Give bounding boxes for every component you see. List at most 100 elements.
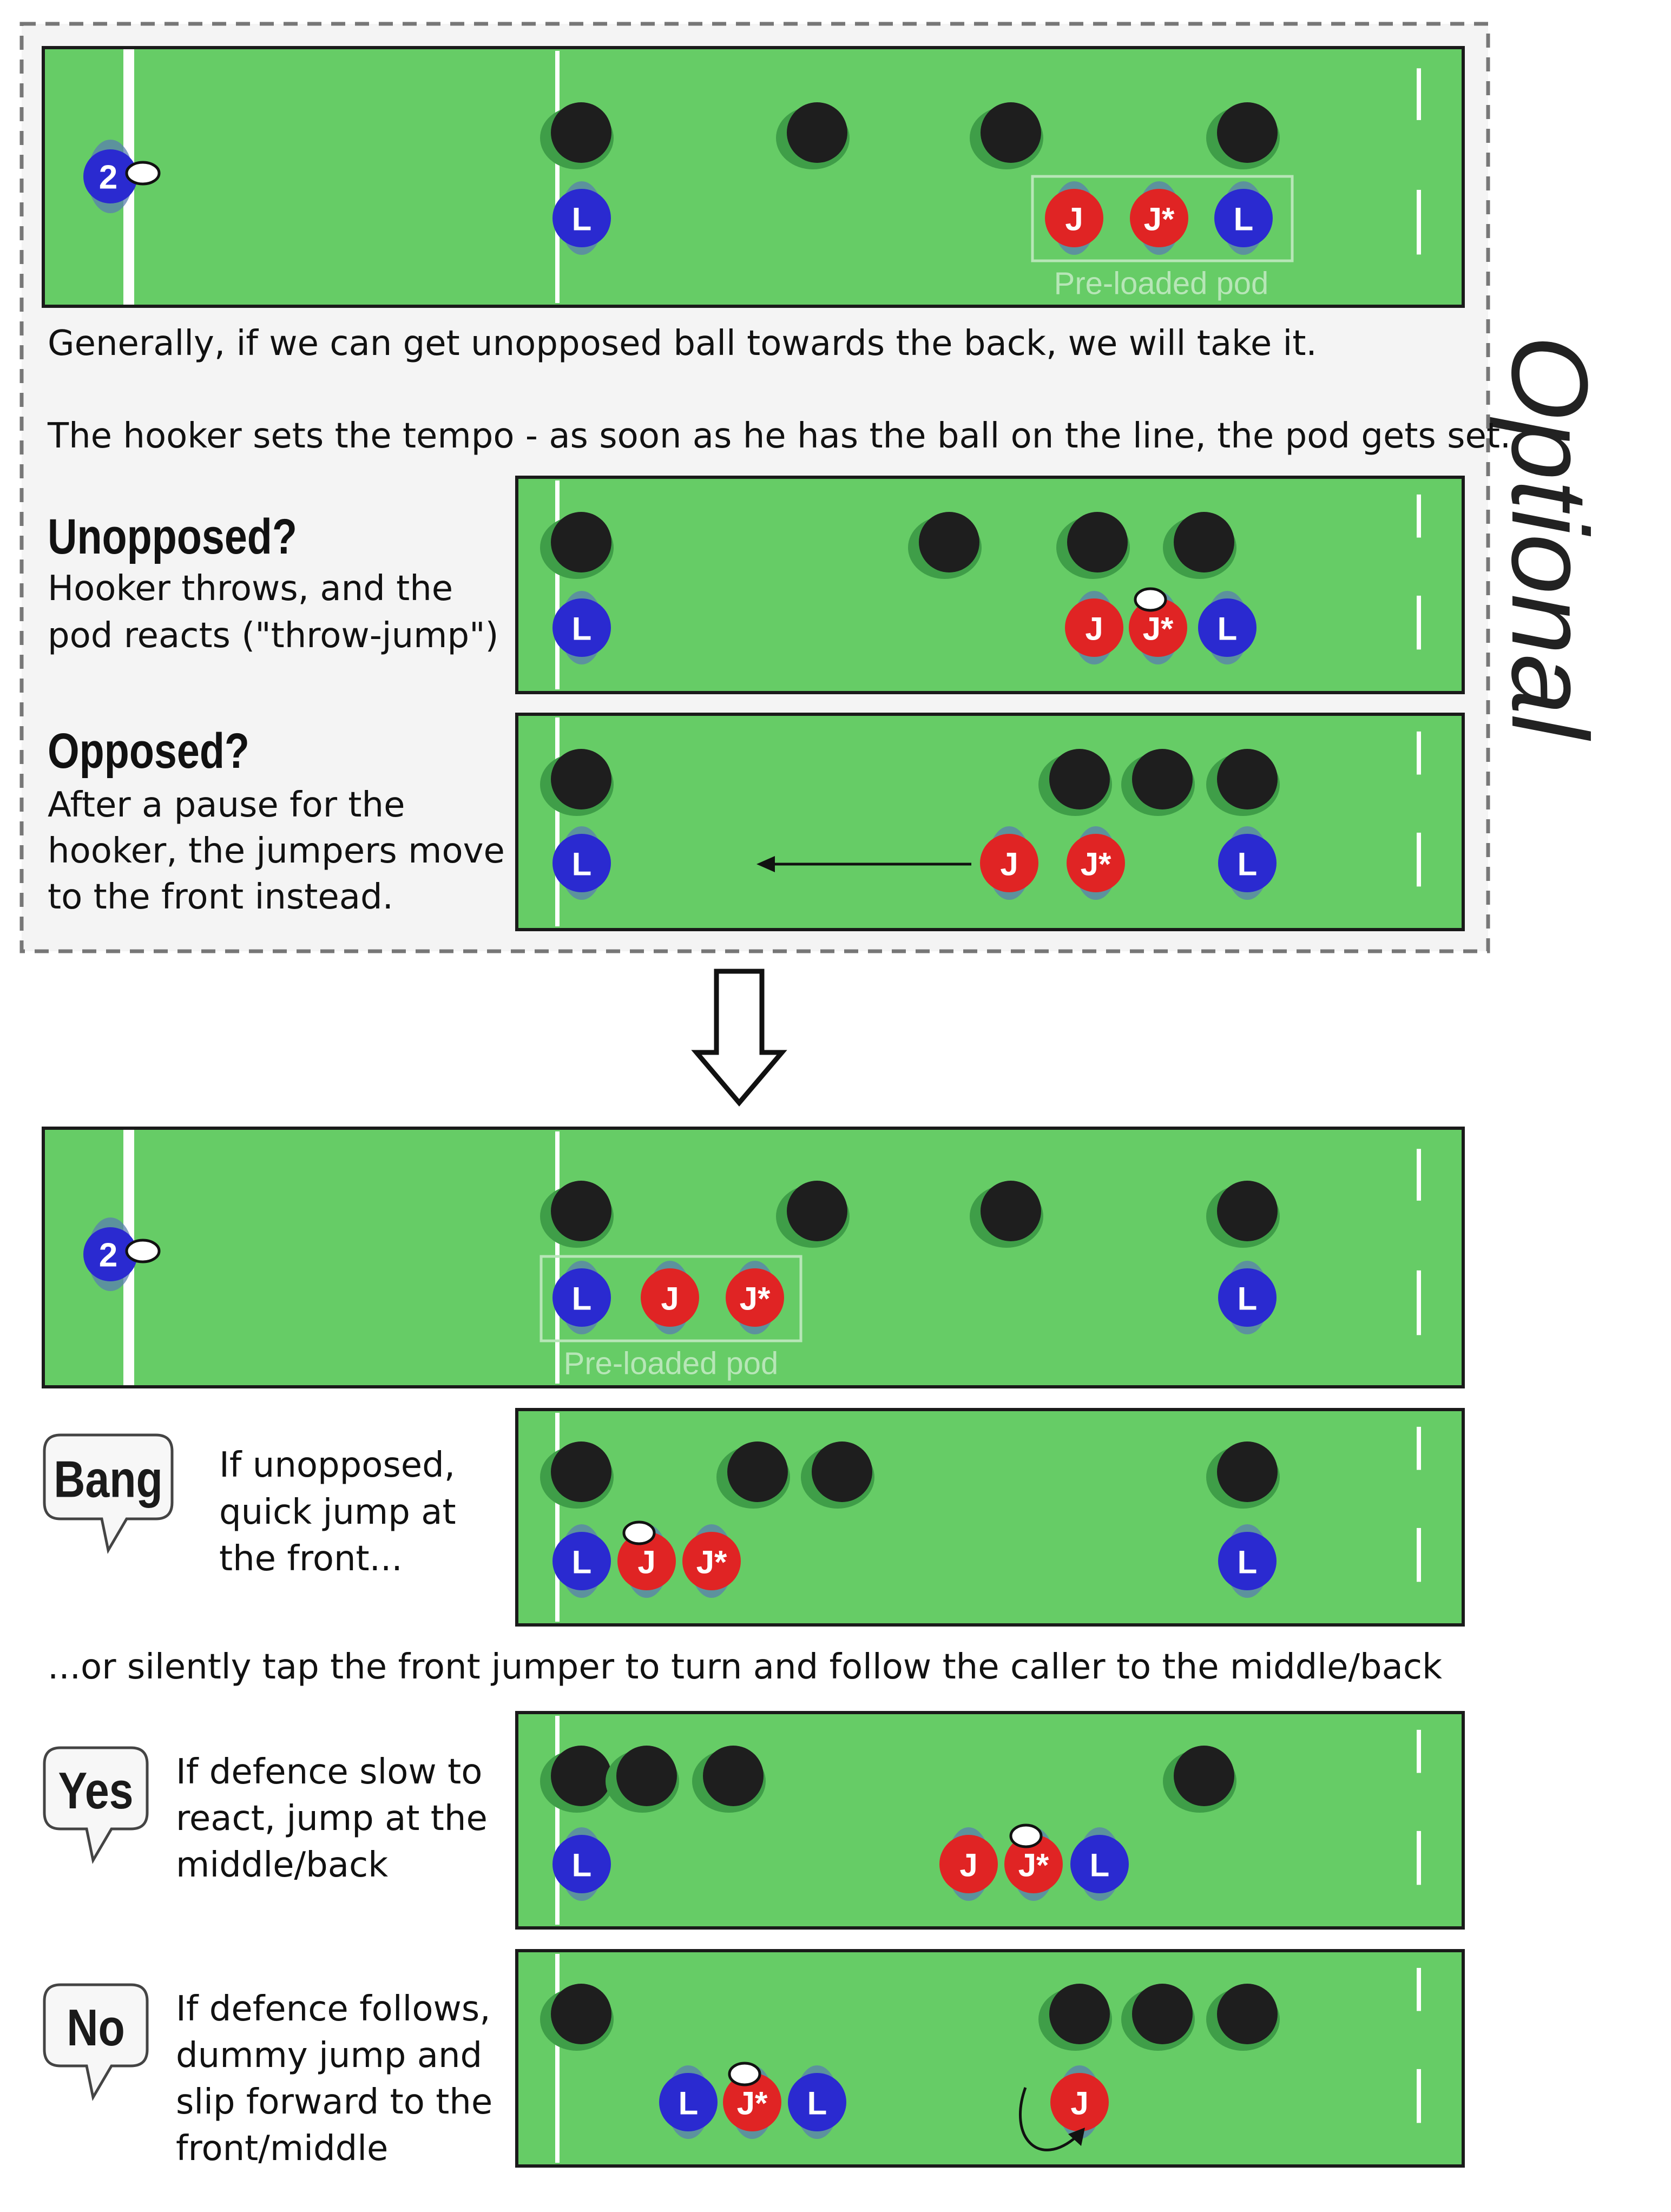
pitch-2: L J J* L (515, 476, 1465, 694)
lifter-marker (552, 1268, 611, 1327)
opponent-marker (1217, 749, 1278, 809)
move-arrow-head (756, 856, 775, 872)
lifter-marker (552, 1532, 611, 1590)
opponent-player (776, 102, 850, 169)
opponent-marker (616, 1746, 677, 1806)
opponent-player (801, 1441, 874, 1509)
opponent-player (716, 1441, 790, 1509)
lifter-label: L (1234, 201, 1254, 238)
jumper_caller-label: J* (1081, 846, 1111, 883)
pitch-surface (515, 476, 1465, 694)
bang-line-2: quick jump at (219, 1492, 456, 1532)
opponent-marker (1049, 1984, 1110, 2044)
jumper_caller-label: J* (1143, 611, 1174, 647)
jumper_caller-player: J* (1130, 181, 1188, 255)
jumper_caller-label: J* (1144, 201, 1175, 238)
opponent-marker (1174, 512, 1234, 572)
no-line-1: If defence follows, (176, 1989, 491, 2029)
pitch-surface (515, 713, 1465, 931)
opponent-player (1163, 512, 1236, 579)
jumper-marker (980, 834, 1038, 892)
jumper_caller-label: J* (740, 1281, 771, 1317)
jumper-player: J (1065, 591, 1123, 664)
opponent-marker (1217, 102, 1278, 163)
opponent-player (970, 1181, 1043, 1248)
middle-text: ...or silently tap the front jumper to t… (48, 1647, 1443, 1687)
opponent-marker (787, 102, 847, 163)
bang-line-3: the front... (219, 1539, 403, 1579)
lifter-player: L (659, 2065, 718, 2139)
slip-arrow-head (1068, 2128, 1085, 2146)
lifter-label: L (1218, 611, 1238, 647)
opponent-marker (551, 1181, 611, 1241)
opponent-player (1121, 1984, 1195, 2051)
speech-bubble-word: Bang (54, 1450, 163, 1508)
pod-label: Pre-loaded pod (564, 1346, 779, 1381)
lifter-marker (1218, 834, 1277, 892)
jumper-label: J (1070, 2085, 1088, 2122)
lifter-marker (788, 2073, 846, 2131)
speech-bubble-word: Yes (58, 1761, 133, 1819)
ball (125, 161, 161, 186)
jumper-label: J (1000, 846, 1018, 883)
opponent-player (692, 1746, 766, 1813)
lifter-label: L (1090, 1847, 1110, 1884)
jumper-label: J (1085, 611, 1103, 647)
ball (1134, 587, 1167, 612)
opponent-player (540, 749, 614, 816)
lifter-player: L (552, 1261, 611, 1334)
jumper-label: J (959, 1847, 977, 1884)
pitch-surface (515, 1408, 1465, 1627)
lifter-marker (552, 834, 611, 892)
hooker-marker (83, 149, 137, 203)
opponent-player (606, 1746, 679, 1813)
lifter-marker (1218, 1532, 1277, 1590)
no-line-3: slip forward to the (176, 2082, 493, 2122)
lifter-marker (552, 189, 611, 247)
lifter-label: L (1238, 846, 1258, 883)
speech-bubble-shape (43, 1433, 174, 1554)
lifter-marker (1070, 1835, 1129, 1893)
lifter-marker (1214, 189, 1273, 247)
ball (125, 1239, 161, 1263)
slip-arrow-curve (1019, 2087, 1078, 2151)
jumper-label: J (1065, 201, 1083, 238)
jumper_caller-player: J* (682, 1524, 741, 1598)
lifter-label: L (572, 1544, 592, 1581)
yes-bubble: Yes (43, 1746, 149, 1864)
opponent-player (1056, 512, 1130, 579)
lifter-label: L (679, 2085, 699, 2122)
yes-line-3: middle/back (176, 1845, 389, 1885)
lifter-label: L (572, 1847, 592, 1884)
hooker-label: 2 (99, 159, 117, 196)
lifter-player: L (552, 181, 611, 255)
opponent-player (776, 1181, 850, 1248)
pod-box (1031, 175, 1294, 262)
opponent-player (540, 1441, 614, 1509)
jumper-marker (617, 1532, 676, 1590)
unopposed-line-2: pod reacts ("throw-jump") (48, 616, 499, 656)
lifter-marker (1218, 1268, 1277, 1327)
lifter-label: L (572, 1281, 592, 1317)
opponent-player (540, 1746, 614, 1813)
yes-line-1: If defence slow to (176, 1752, 483, 1792)
jumper-marker (641, 1268, 699, 1327)
lifter-marker (552, 598, 611, 657)
opponent-player (1038, 1984, 1112, 2051)
opponent-marker (1217, 1984, 1278, 2044)
bang-bubble: Bang (43, 1433, 174, 1554)
opponent-marker (551, 749, 611, 809)
opponent-marker (551, 1441, 611, 1502)
lifter-label: L (572, 611, 592, 647)
lifter-marker (1198, 598, 1256, 657)
lifter-marker (659, 2073, 718, 2131)
opponent-marker (551, 1746, 611, 1806)
jumper-player: J (641, 1261, 699, 1334)
lifter-player: L (1218, 1261, 1277, 1334)
jumper_caller-marker (726, 1268, 784, 1327)
